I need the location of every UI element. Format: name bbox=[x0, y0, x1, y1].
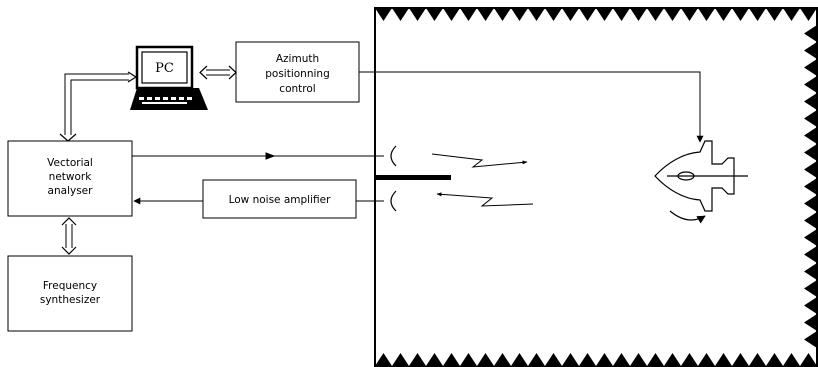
vna-label-line2: network bbox=[49, 171, 93, 183]
bus-vna-synth bbox=[61, 217, 77, 255]
lna-block: Low noise amplifier bbox=[202, 179, 357, 219]
wave-icons bbox=[431, 153, 534, 207]
tx-direction-arrow bbox=[265, 152, 276, 160]
vna-block: Vectorial network analyser bbox=[7, 140, 133, 217]
pc-keyboard bbox=[130, 88, 208, 110]
pc-label: PC bbox=[155, 61, 174, 76]
anechoic-chamber bbox=[374, 7, 818, 367]
rotation-arrow-icon bbox=[669, 210, 706, 224]
synth-box bbox=[7, 255, 133, 332]
bus-vna-pc bbox=[59, 71, 138, 142]
rx-antenna-icon bbox=[390, 190, 397, 212]
lna-box bbox=[202, 179, 357, 219]
azimuth-control-line bbox=[359, 71, 704, 143]
pc-icon: PC bbox=[130, 45, 208, 110]
lna-label: Low noise amplifier bbox=[229, 194, 332, 206]
pc-screen bbox=[141, 51, 188, 84]
data-bus-connectors bbox=[59, 65, 237, 255]
synth-label-line2: synthesizer bbox=[40, 294, 101, 306]
signal-lines bbox=[132, 71, 704, 205]
vna-label-line3: analyser bbox=[48, 185, 94, 197]
azimuth-control-block: Azimuth positionning control bbox=[235, 41, 360, 103]
antenna-separator-plate bbox=[375, 175, 451, 180]
azimuth-label-line1: Azimuth bbox=[276, 53, 319, 65]
horn-antenna-icon bbox=[390, 145, 397, 212]
azimuth-label-line2: positionning bbox=[265, 68, 329, 80]
rx-wave-icon bbox=[436, 192, 534, 207]
synth-label-line1: Frequency bbox=[43, 280, 97, 292]
tx-wave-icon bbox=[431, 153, 528, 168]
bus-pc-azimuth bbox=[199, 65, 237, 80]
azimuth-label-line3: control bbox=[279, 83, 315, 95]
synthesizer-block: Frequency synthesizer bbox=[7, 255, 133, 332]
chamber-wall bbox=[374, 7, 818, 367]
vna-label-line1: Vectorial bbox=[47, 157, 93, 169]
aircraft-icon bbox=[654, 140, 748, 224]
vna-box bbox=[7, 140, 133, 217]
tx-antenna-icon bbox=[390, 145, 397, 167]
